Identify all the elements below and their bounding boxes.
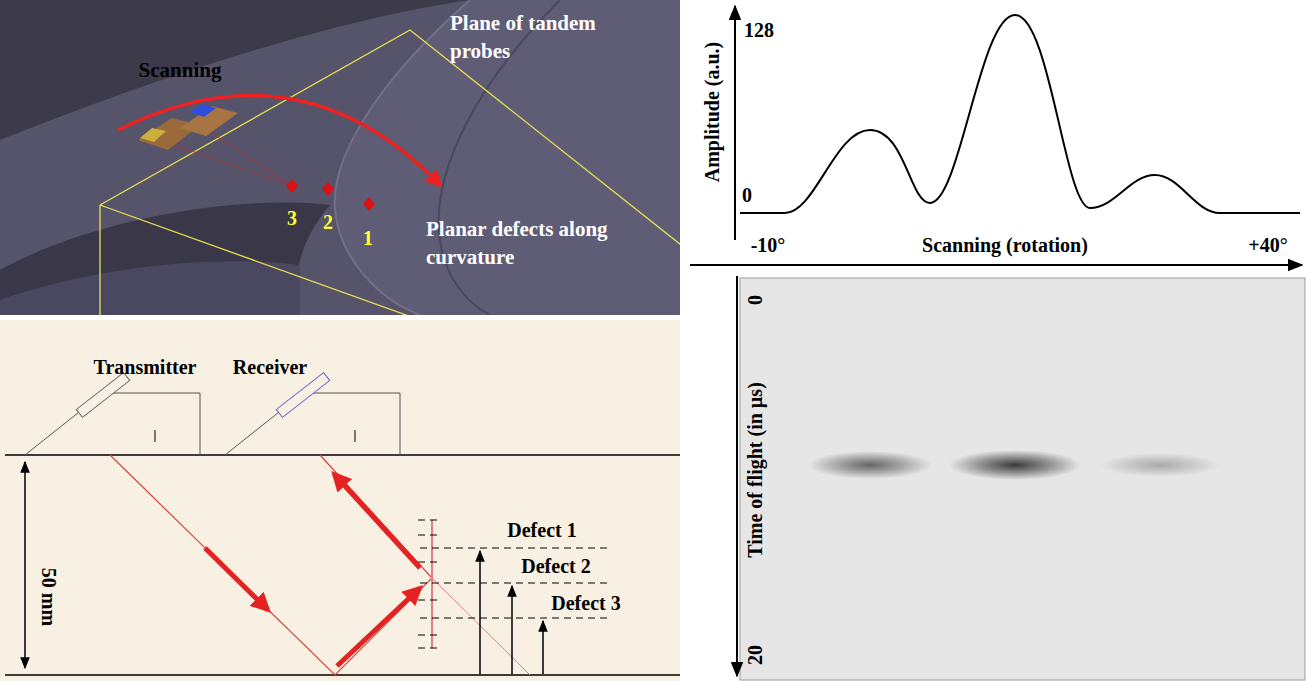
axis-title: Time of flight (in µs) bbox=[742, 382, 769, 558]
defect-line bbox=[431, 520, 433, 648]
beam-arrow bbox=[337, 588, 420, 666]
beam-arrow bbox=[205, 548, 268, 610]
height-arrow bbox=[511, 586, 513, 674]
tick-label: -10° bbox=[751, 232, 786, 259]
tick-label: +40° bbox=[1248, 232, 1287, 259]
callout-number: 1 bbox=[363, 225, 373, 252]
index-tick bbox=[155, 430, 156, 442]
callout-number: 3 bbox=[287, 205, 297, 232]
defect-mark bbox=[363, 197, 375, 211]
pipe-view bbox=[0, 0, 680, 315]
pipe-end bbox=[335, 0, 680, 315]
defect-mark bbox=[286, 179, 298, 193]
scan-label: Scanning bbox=[139, 56, 222, 84]
amplitude-curve bbox=[740, 15, 1300, 213]
axis-title: Scanning (rotation) bbox=[922, 232, 1088, 259]
probe-wedge bbox=[225, 393, 400, 455]
y-axis bbox=[734, 6, 736, 240]
transducer bbox=[76, 373, 129, 418]
beam-arrow bbox=[334, 474, 420, 568]
probe-label: Transmitter bbox=[94, 354, 197, 381]
tick-label: 20 bbox=[742, 645, 769, 665]
tick-label: 0 bbox=[742, 295, 769, 305]
callout-number: 2 bbox=[323, 209, 333, 236]
cross-section bbox=[0, 320, 680, 681]
defect-mark bbox=[322, 182, 334, 196]
beam-path bbox=[110, 455, 432, 675]
defect-label: Defect 2 bbox=[521, 553, 590, 580]
plane-label: Plane of tandem probes bbox=[450, 9, 630, 66]
defect-label: Defect 1 bbox=[507, 517, 576, 544]
dimension-label: 50 mm bbox=[35, 568, 62, 626]
surface-line bbox=[5, 454, 680, 455]
height-arrow bbox=[542, 621, 544, 674]
defect-label: Defect 3 bbox=[551, 590, 620, 617]
bscan-image bbox=[737, 276, 1305, 680]
probe-label: Receiver bbox=[233, 354, 307, 381]
time-axis bbox=[736, 276, 738, 676]
back-wall-line bbox=[5, 674, 680, 675]
dimension-arrow bbox=[24, 462, 26, 668]
bore-surface bbox=[0, 261, 300, 315]
echo-blob bbox=[949, 450, 1081, 480]
pipe-bore bbox=[0, 203, 330, 315]
index-tick bbox=[355, 430, 356, 442]
probe-face bbox=[140, 128, 166, 142]
bscan-ground bbox=[740, 278, 1305, 680]
height-arrow bbox=[479, 551, 481, 674]
echo-blob bbox=[808, 451, 932, 479]
probe-plane bbox=[100, 205, 420, 315]
defects-label: Planar defects along curvature bbox=[426, 215, 618, 272]
pipe-body bbox=[0, 0, 680, 315]
tick-label: 0 bbox=[742, 182, 752, 209]
panel-ground bbox=[0, 320, 680, 681]
x-axis bbox=[690, 264, 1302, 266]
transducer bbox=[276, 373, 329, 418]
beam-path bbox=[432, 578, 530, 675]
probe-wedge bbox=[25, 393, 200, 455]
tick-label: 128 bbox=[744, 17, 774, 44]
probe-face bbox=[190, 104, 216, 117]
echo-blob bbox=[1100, 453, 1220, 477]
panel-ground bbox=[0, 0, 680, 315]
amplitude-chart bbox=[690, 6, 1302, 265]
scan-arrow bbox=[118, 96, 440, 185]
axis-title: Amplitude (a.u.) bbox=[699, 42, 726, 183]
